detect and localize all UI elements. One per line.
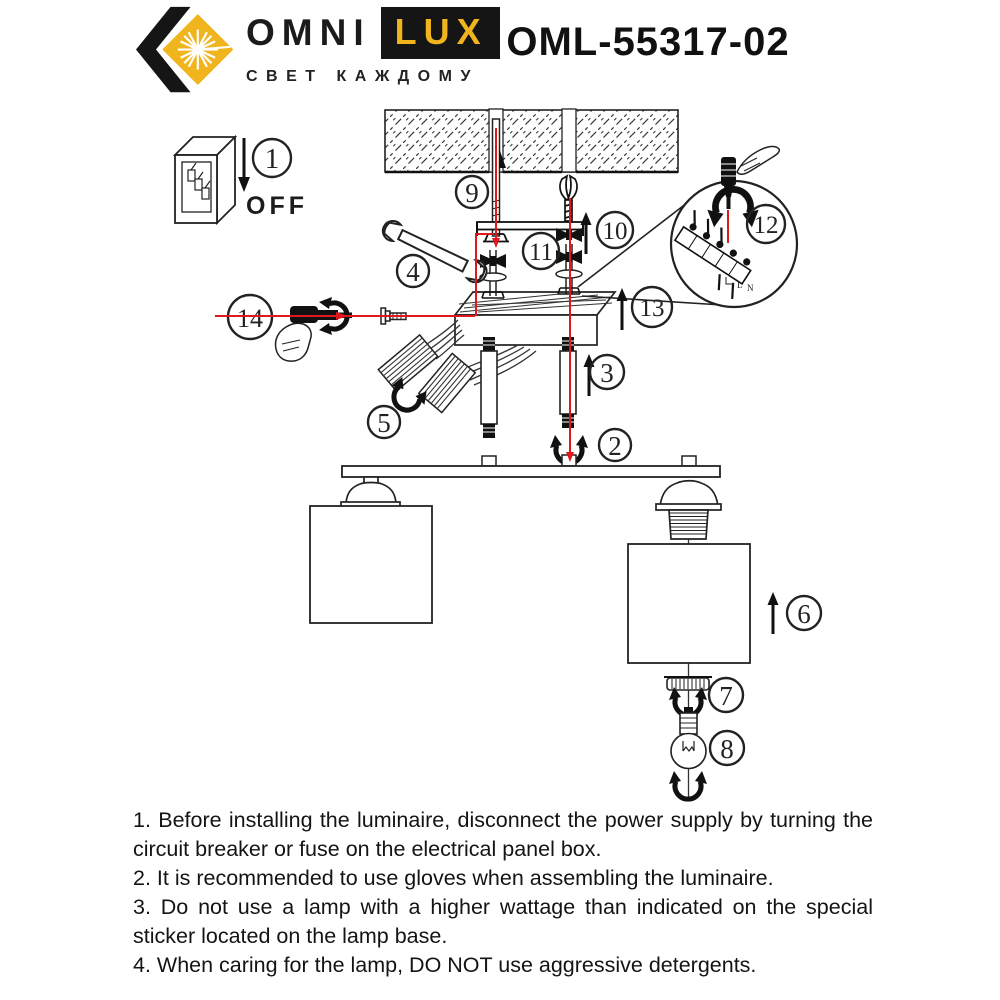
step-circle-2	[597, 427, 633, 463]
step-circle-11	[521, 231, 561, 271]
bar-tab-rod-left	[481, 455, 497, 467]
step-label-9: 9	[465, 178, 479, 208]
alignment-guides	[215, 128, 729, 462]
terminal-l-label: L	[737, 280, 743, 290]
step-circle-5	[366, 404, 402, 440]
omnilux-diamond-icon	[136, 6, 234, 93]
step-circle-9	[454, 174, 490, 210]
rod-left	[480, 337, 498, 438]
safety-instructions: 1. Before installing the luminaire, disc…	[133, 806, 873, 980]
chevron-shape	[136, 6, 191, 93]
step-label-6: 6	[797, 599, 811, 629]
detail-callout: L N	[577, 145, 799, 309]
step-label-10: 10	[603, 218, 628, 245]
step-label-11: 11	[529, 239, 553, 266]
step-label-12: 12	[754, 212, 779, 239]
ring-nut	[664, 676, 712, 691]
canopy	[453, 291, 617, 346]
step-circle-12	[745, 203, 787, 245]
step-label-7: 7	[719, 681, 733, 711]
rod-right	[559, 337, 577, 428]
shade-right	[627, 543, 751, 664]
step-label-4: 4	[406, 257, 420, 287]
step-circle-7	[707, 676, 745, 714]
wire-bundle-right	[462, 344, 537, 386]
terminal-n-label: N	[747, 283, 754, 293]
lampholder-right	[655, 479, 722, 540]
step-label-2: 2	[608, 431, 622, 461]
wire-ends-right	[417, 352, 477, 414]
screwdriver-handle	[290, 306, 318, 323]
step-circle-10	[595, 210, 635, 250]
shade-left	[309, 505, 433, 624]
terminal-label-leader	[725, 277, 734, 285]
brand-lux-box: LUX	[380, 7, 500, 59]
step-circle-6	[785, 594, 823, 632]
canopy-stud-left	[479, 250, 507, 299]
starburst-center	[193, 45, 202, 54]
brand-omni: OMNI	[246, 12, 371, 53]
step-circle-3	[588, 353, 626, 391]
model-number: OML-55317-02	[506, 20, 790, 64]
brand-tagline: СВЕТ КАЖДОМУ	[246, 68, 479, 85]
bar-tab-lamp	[681, 455, 697, 467]
up-arrow-step13	[615, 286, 629, 332]
up-arrow-step6	[766, 590, 780, 636]
instruction-item: 1. Before installing the luminaire, disc…	[133, 808, 873, 861]
lampholder-left	[340, 476, 401, 509]
mounting-bracket	[476, 221, 584, 231]
instruction-item: 4. When caring for the lamp, DO NOT use …	[133, 953, 757, 977]
brand-text: OMNI LUX СВЕТ КАЖДОМУ	[246, 6, 500, 86]
terminal-block	[673, 210, 752, 300]
step-circle-8	[708, 729, 746, 767]
ceiling-slot-right	[561, 108, 577, 173]
toggle-anchor	[559, 174, 578, 222]
circuit-breakers	[187, 162, 211, 200]
step-label-14: 14	[237, 304, 263, 333]
electrical-panel-box	[172, 134, 238, 226]
step-circle-4	[395, 253, 431, 289]
off-label: OFF	[246, 192, 308, 220]
step-circle-13	[630, 285, 674, 329]
instruction-item: 2. It is recommended to use gloves when …	[133, 866, 774, 890]
ceiling	[384, 108, 679, 174]
step-label-5: 5	[377, 408, 391, 438]
step-label-8: 8	[720, 734, 734, 764]
fixture-bar	[341, 454, 721, 478]
power-off-arrow-icon	[238, 138, 250, 192]
hand-icon	[736, 145, 781, 175]
brand-logo: OMNI LUX СВЕТ КАЖДОМУ	[136, 6, 500, 94]
instruction-item: 3. Do not use a lamp with a higher watta…	[133, 895, 873, 948]
brand-lux: LUX	[394, 11, 488, 52]
step-label-1: 1	[265, 143, 280, 175]
wrench-icon	[381, 220, 488, 284]
light-bulb	[670, 707, 707, 770]
up-arrow-step3	[582, 352, 596, 398]
step-label-3: 3	[600, 358, 614, 388]
step-circle-1	[251, 137, 293, 179]
wire-bundle-left	[426, 319, 465, 360]
step-label-13: 13	[640, 295, 665, 322]
step-numbers: 1 2 3 4 5 6 7 8 9 10 11 12 13 14	[237, 143, 811, 764]
